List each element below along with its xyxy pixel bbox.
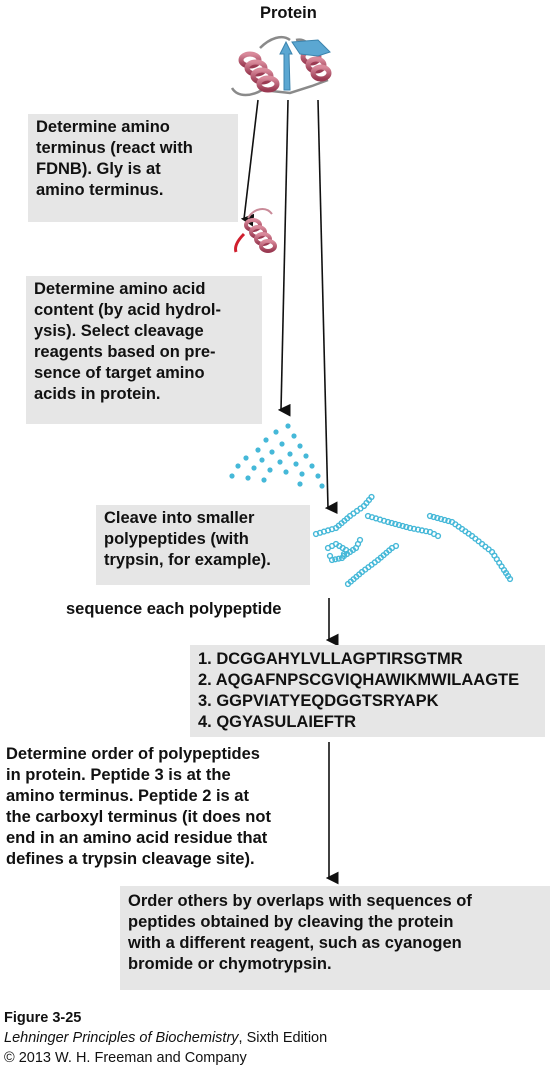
peptide-sequence: 3. GGPVIATYEQDGGTSRYAPK — [198, 692, 439, 710]
arrow-to-fragments — [317, 99, 338, 515]
amino-acid-bead — [259, 457, 265, 463]
amino-acid-bead — [293, 461, 299, 467]
step-text-line: bromide or chymotrypsin. — [128, 955, 332, 973]
polypeptide-fragments — [312, 493, 514, 588]
fragment-residue — [430, 513, 437, 521]
peptide-sequence: 1. DCGGAHYLVLLAGPTIRSGTMR — [198, 650, 463, 668]
amino-acid-bead — [309, 463, 315, 469]
step-text-line: content (by acid hydrol- — [34, 301, 222, 319]
protein-title: Protein — [260, 4, 317, 22]
step-text-line: acids in protein. — [34, 385, 161, 403]
step-text-line: Determine amino acid — [34, 280, 206, 298]
step-acid-content: Determine amino acid content (by acid hy… — [26, 276, 262, 424]
amino-acid-bead — [267, 467, 273, 473]
amino-acid-bead — [291, 433, 297, 439]
amino-acid-bead — [279, 441, 285, 447]
step-order: Determine order of polypeptides in prote… — [6, 744, 324, 870]
copyright: © 2013 W. H. Freeman and Company — [4, 1050, 247, 1066]
book-title: Lehninger Principles of Biochemistry — [4, 1030, 239, 1046]
arrow-to-hydrolysis — [277, 99, 291, 417]
amino-acid-bead — [299, 471, 305, 477]
amino-acid-bead — [303, 453, 309, 459]
peptide-sequence: 4. QGYASULAIEFTR — [198, 713, 356, 731]
amino-acid-bead — [255, 447, 261, 453]
amino-acid-bead — [315, 473, 321, 479]
figure-number: Figure 3-25 — [4, 1010, 82, 1026]
step-cleave: Cleave into smaller polypeptides (with t… — [96, 505, 310, 585]
amino-acid-bead — [235, 463, 241, 469]
step-text-line: Order others by overlaps with sequences … — [128, 892, 472, 910]
step-text-line: amino terminus. Peptide 2 is at — [6, 787, 249, 805]
step-text-line: sence of target amino — [34, 364, 205, 382]
amino-acid-bead — [319, 483, 325, 489]
step-text-line: Determine order of polypeptides — [6, 745, 260, 763]
book-credit: Lehninger Principles of Biochemistry, Si… — [4, 1028, 327, 1048]
protein-structure-icon — [230, 36, 332, 97]
step-text-line: with a different reagent, such as cyanog… — [128, 934, 462, 952]
step-text-line: trypsin, for example). — [104, 551, 271, 569]
labeled-protein-icon — [234, 208, 277, 253]
amino-acid-bead — [263, 437, 269, 443]
step-text-line: reagents based on pre- — [34, 343, 216, 361]
step-text-line: end in an amino acid residue that — [6, 829, 268, 847]
fragment-residue — [388, 519, 395, 527]
fragment-residue — [392, 520, 399, 528]
amino-acid-bead — [251, 465, 257, 471]
amino-acid-bead — [285, 423, 291, 429]
fragment-residue — [332, 556, 339, 563]
fragment-residue — [395, 521, 403, 529]
amino-acid-bead — [273, 429, 279, 435]
fragment-residue — [399, 522, 406, 530]
fragment-residue — [434, 514, 441, 522]
fragment-residue — [384, 518, 392, 526]
step-text-line: FDNB). Gly is at — [36, 160, 161, 178]
fragment-residue — [445, 517, 452, 525]
amino-acid-bead — [245, 475, 251, 481]
fragment-residue — [368, 493, 375, 501]
amino-acid-bead — [229, 473, 235, 479]
arrow-to-fdnb — [240, 99, 259, 227]
fragment-residue — [437, 515, 445, 523]
fragment-residue — [335, 555, 342, 562]
book-edition: , Sixth Edition — [238, 1030, 328, 1046]
step-text-line: in protein. Peptide 3 is at the — [6, 766, 231, 784]
step-text-line: ysis). Select cleavage — [34, 322, 204, 340]
amino-acid-bead — [269, 449, 275, 455]
step-text-line: Cleave into smaller — [104, 509, 255, 527]
fragment-residue — [426, 512, 434, 520]
figure-caption: Figure 3-25 Lehninger Principles of Bioc… — [4, 1008, 327, 1068]
amino-acid-bead — [297, 481, 303, 487]
amino-acid-bead — [243, 455, 249, 461]
fragment-residue — [506, 575, 514, 583]
fragment-residue — [326, 552, 334, 560]
amino-acid-bead — [283, 469, 289, 475]
step-overlap: Order others by overlaps with sequences … — [120, 886, 550, 990]
fragment-residue — [403, 523, 410, 531]
step-text-line: polypeptides (with — [104, 530, 249, 548]
amino-acid-bead — [297, 443, 303, 449]
step-text-line: the carboxyl terminus (it does not — [6, 808, 271, 826]
fragment-residue — [392, 542, 400, 550]
step-amino-terminus: Determine amino terminus (react with FDN… — [28, 114, 238, 222]
amino-acid-bead — [277, 459, 283, 465]
peptide-sequence: 2. AQGAFNPSCGVIQHAWIKMWILAAGTE — [198, 671, 520, 689]
step-text-line: defines a trypsin cleavage site). — [6, 850, 255, 868]
step-text-line: peptides obtained by cleaving the protei… — [128, 913, 454, 931]
step-text-line: amino terminus. — [36, 181, 164, 199]
fragment-residue — [356, 536, 364, 544]
fragment-residue — [441, 516, 448, 524]
sequence-label: sequence each polypeptide — [66, 600, 282, 618]
step-text-line: Determine amino — [36, 118, 170, 136]
step-text-line: terminus (react with — [36, 139, 193, 157]
amino-acid-bead — [261, 477, 267, 483]
amino-acid-bead — [287, 451, 293, 457]
amino-acid-beads — [229, 423, 325, 489]
fragment-residue — [434, 532, 442, 540]
sequence-box: 1. DCGGAHYLVLLAGPTIRSGTMR 2. AQGAFNPSCGV… — [190, 645, 545, 737]
